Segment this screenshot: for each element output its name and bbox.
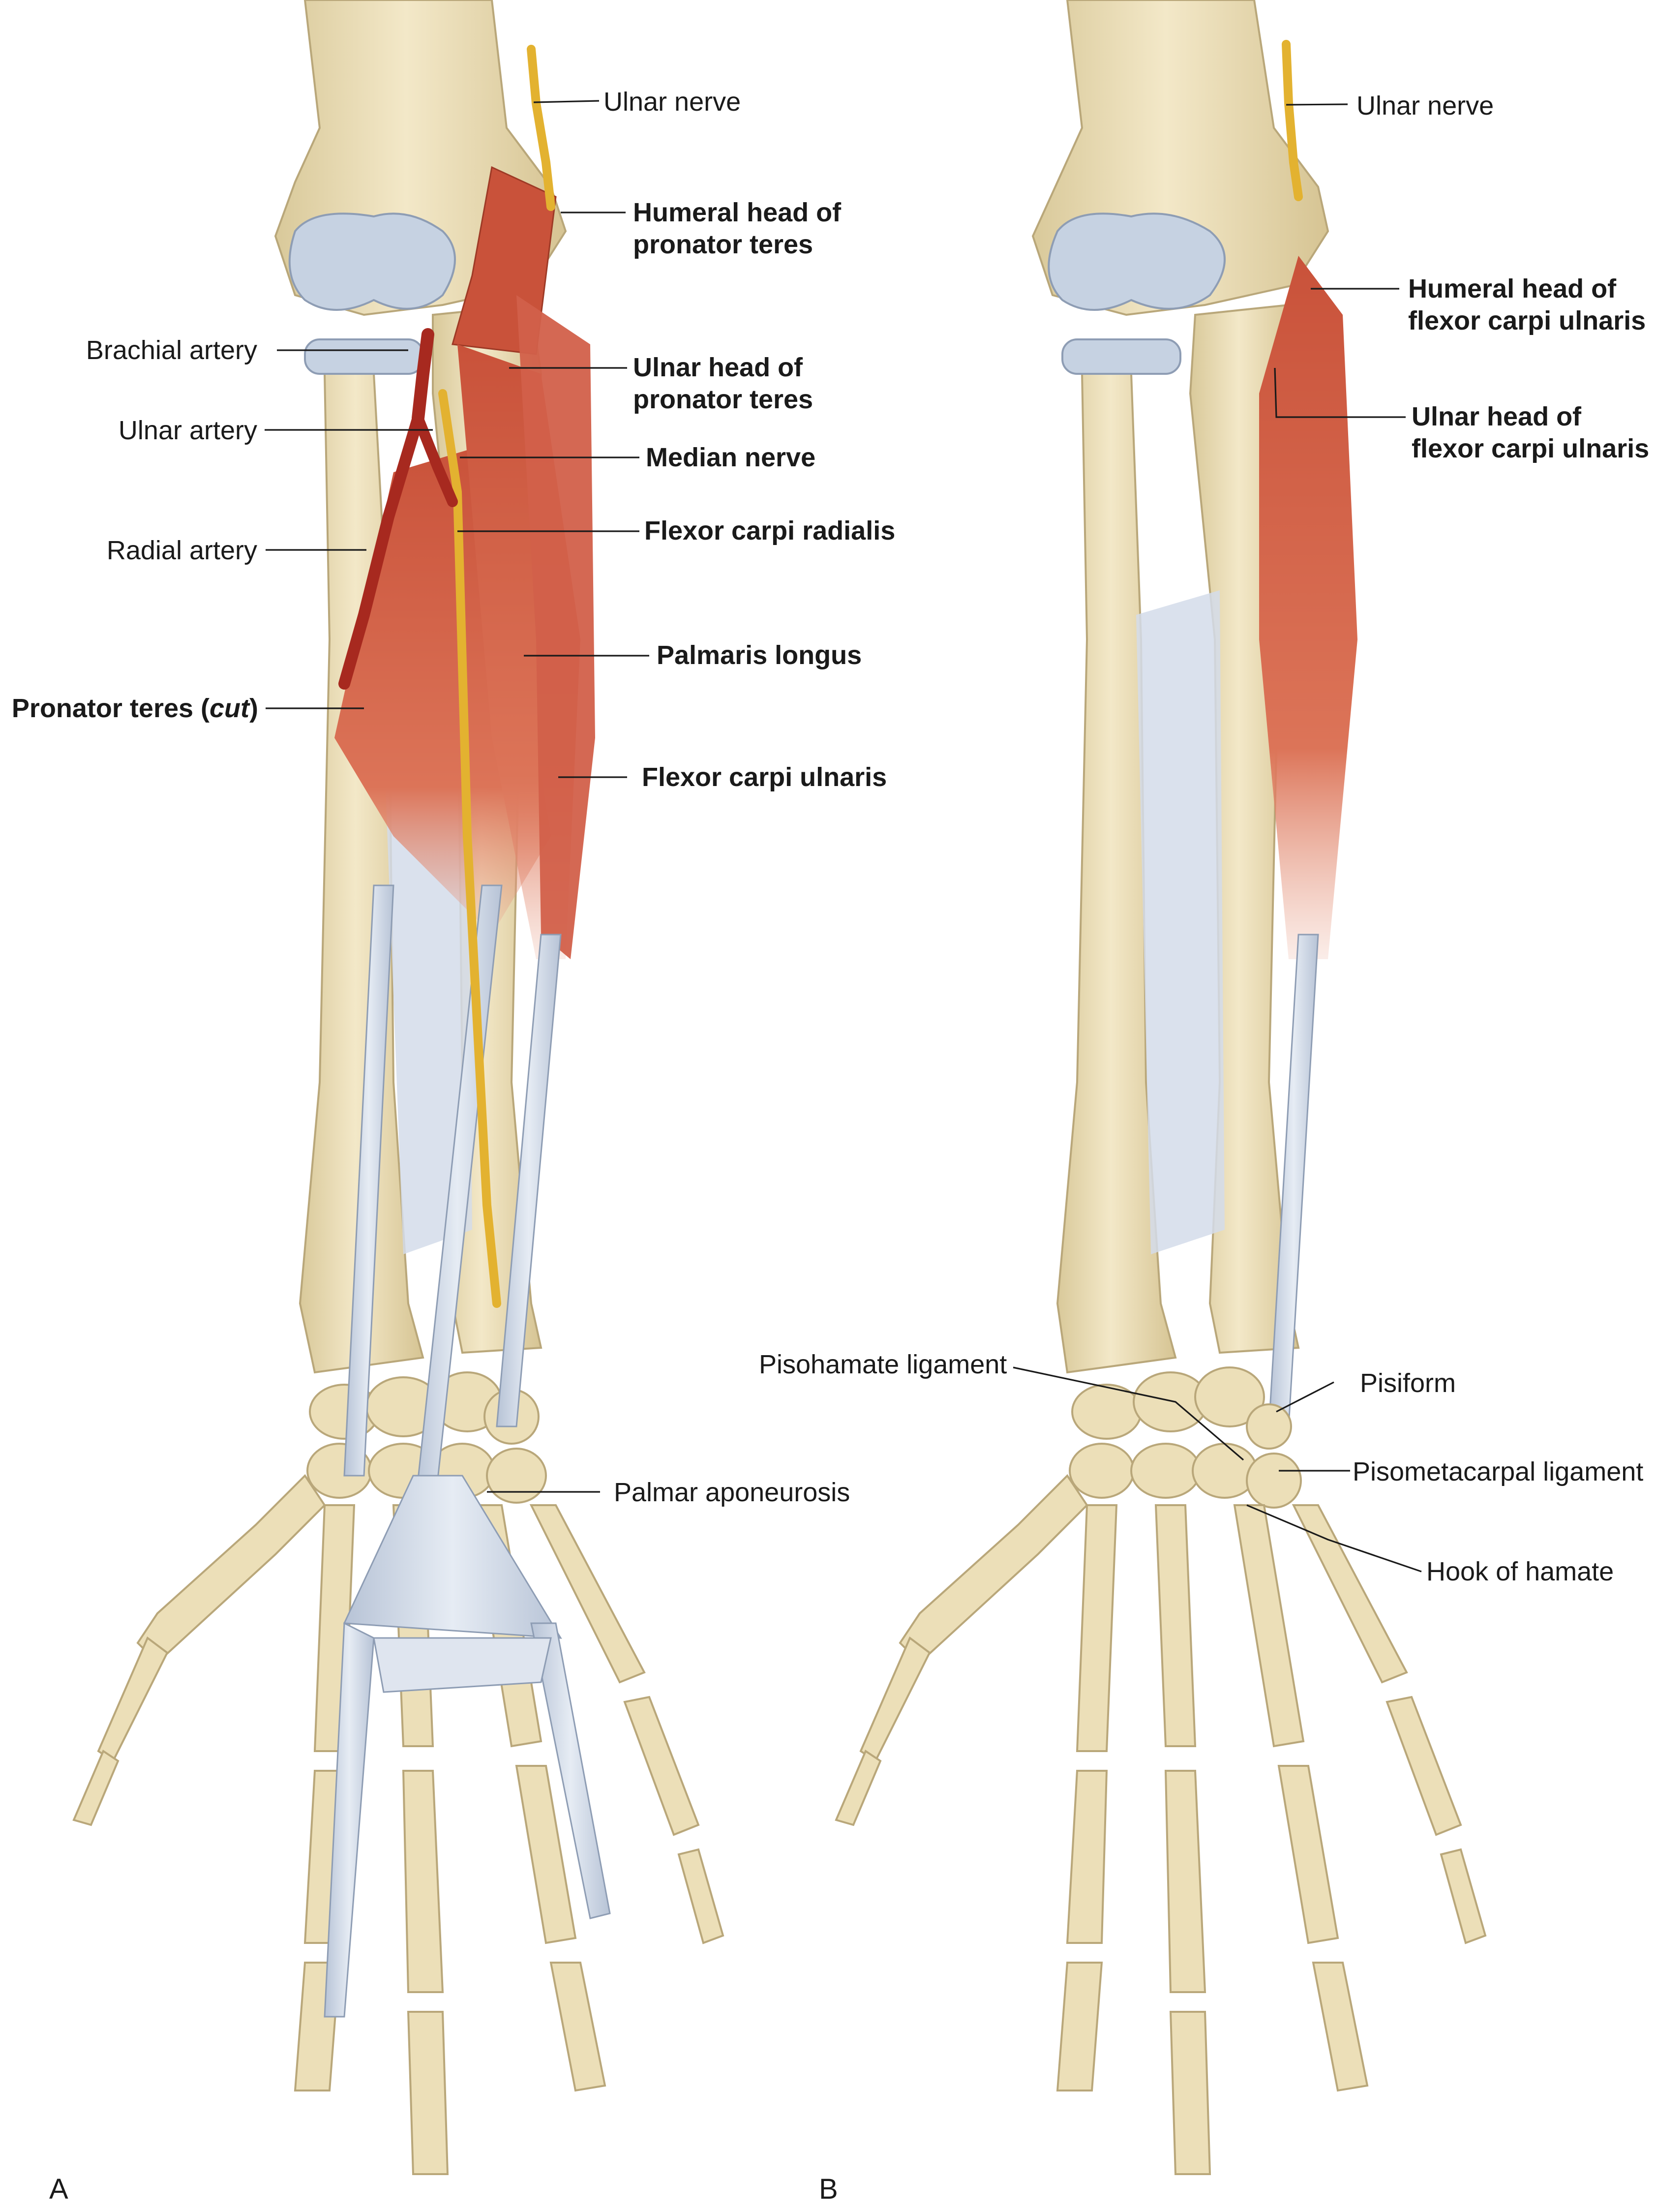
- palmar-aponeurosis-sheet: [373, 1637, 552, 1693]
- label-humeral-head-fcu-line2: flexor carpi ulnaris: [1408, 306, 1646, 335]
- trochlea-cartilage-b: [1048, 212, 1226, 311]
- ulnar-nerve-b: [1282, 40, 1303, 201]
- panel-letter-b: B: [819, 2173, 838, 2205]
- label-brachial-artery: Brachial artery: [86, 335, 257, 365]
- label-hook-of-hamate: Hook of hamate: [1426, 1557, 1614, 1586]
- leader-lines: [265, 100, 1422, 1573]
- panel-letter-a: A: [49, 2173, 68, 2205]
- median-nerve-a: [438, 389, 501, 1308]
- interosseous-membrane-b: [1136, 590, 1225, 1254]
- label-ulnar-head-fcu-line2: flexor carpi ulnaris: [1412, 434, 1649, 463]
- label-ulnar-nerve-a: Ulnar nerve: [603, 87, 741, 117]
- label-flexor-carpi-radialis: Flexor carpi radialis: [644, 516, 895, 545]
- label-pisiform: Pisiform: [1360, 1368, 1456, 1398]
- label-median-nerve: Median nerve: [646, 443, 815, 472]
- label-pisometacarpal-ligament: Pisometacarpal ligament: [1353, 1457, 1643, 1486]
- label-radial-artery: Radial artery: [107, 536, 257, 565]
- hand-bones-b: [835, 1474, 1487, 2175]
- annular-ligament: [304, 338, 424, 375]
- label-ulnar-artery: Ulnar artery: [119, 416, 257, 445]
- ulnar-artery-vessel: [413, 413, 458, 507]
- panel-a-illustration: [72, 0, 724, 2175]
- panel-b-illustration: [835, 0, 1487, 2175]
- label-pisohamate-ligament: Pisohamate ligament: [759, 1350, 1007, 1379]
- annular-ligament-b: [1061, 338, 1181, 375]
- fcu-muscle-b: [1259, 256, 1357, 959]
- label-palmar-aponeurosis: Palmar aponeurosis: [614, 1478, 850, 1507]
- label-ulnar-head-pt-line1: Ulnar head of: [633, 353, 803, 382]
- radius-bone-b: [1056, 373, 1177, 1374]
- label-ulnar-head-fcu-line1: Ulnar head of: [1412, 402, 1582, 431]
- labels-panel-b: Ulnar nerve Humeral head of flexor carpi…: [759, 91, 1649, 2205]
- label-humeral-head-fcu-line1: Humeral head of: [1408, 274, 1617, 303]
- carpal-bones-b: [1069, 1366, 1302, 1509]
- label-palmaris-longus: Palmaris longus: [657, 640, 862, 670]
- label-humeral-head-pt-line1: Humeral head of: [633, 198, 842, 227]
- trochlea-cartilage: [288, 212, 456, 311]
- label-humeral-head-pt-line2: pronator teres: [633, 230, 813, 259]
- forearm-flexor-muscles-a: [334, 166, 595, 959]
- brachial-artery: [412, 328, 434, 424]
- label-pronator-teres-cut: Pronator teres (cut): [12, 694, 258, 723]
- radial-artery-vessel: [338, 412, 424, 690]
- label-flexor-carpi-ulnaris-a: Flexor carpi ulnaris: [642, 762, 887, 792]
- ulnar-nerve-a: [527, 45, 555, 211]
- label-ulnar-nerve-b: Ulnar nerve: [1356, 91, 1494, 121]
- labels-panel-a: Ulnar nerve Humeral head of pronator ter…: [12, 87, 895, 2205]
- label-ulnar-head-pt-line2: pronator teres: [633, 385, 813, 414]
